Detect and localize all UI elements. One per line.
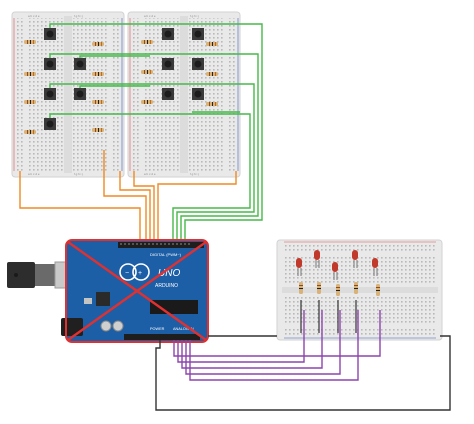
led-2-body [314,250,320,260]
svg-text:+: + [138,270,142,277]
resistor [206,72,218,76]
column-letters: a b c d e f g h i j a b c d e f g h i j [28,14,83,176]
led-1-body [296,258,302,268]
resistor [354,282,358,294]
pushbutton [44,88,56,100]
resistor [92,72,104,76]
error-cross [67,241,207,341]
resistor [92,42,104,46]
usb-chip [96,292,110,306]
svg-text:f g h i j: f g h i j [74,14,83,18]
resistor [141,100,153,104]
pushbutton [162,58,174,70]
ground-wires [155,335,451,411]
button-breadboard-right: a b c d e f g h i j a b c d e f g h i j [127,11,241,178]
orange-wires [19,150,237,240]
pushbutton [74,58,86,70]
pushbutton [192,88,204,100]
svg-text:f g h i j: f g h i j [190,14,199,18]
model-label: UNO [158,268,180,279]
resistor [299,282,303,294]
button-breadboard-left: a b c d e f g h i j a b c d e f g h i j [11,11,125,178]
led-breadboard [276,239,443,341]
pushbutton [162,28,174,40]
led-4-body [352,250,358,260]
green-wires [49,23,263,240]
pushbutton [192,28,204,40]
resistor [24,130,36,134]
resistor [141,70,153,74]
led-4 [352,250,358,268]
pushbutton [192,58,204,70]
resistor [24,72,36,76]
error-outline [65,239,209,343]
svg-text:a b c d e: a b c d e [28,172,40,176]
resistor [376,284,380,296]
power-jack [61,318,83,336]
led-2 [314,250,320,268]
purple-wires [173,310,381,381]
led-1 [296,258,302,276]
resistor [206,42,218,46]
usb-cable [7,261,70,289]
arduino-uno-board: DIGITAL (PWM~) − + UNO ARDUINO POWER ANA… [61,239,209,343]
led-3-body [332,262,338,272]
pushbutton [44,118,56,130]
resistor [92,128,104,132]
reset-button [84,298,92,304]
pushbutton [44,28,56,40]
pushbutton [162,88,174,100]
resistor [141,40,153,44]
resistor [317,282,321,294]
led-ground-jumpers [300,300,357,333]
column-letters: a b c d e f g h i j a b c d e f g h i j [144,14,199,176]
arduino-logo: − + [119,263,150,281]
header-pins [120,243,190,245]
atmega-chip [150,300,198,314]
svg-text:f g h i j: f g h i j [190,172,199,176]
svg-text:a b c d e: a b c d e [144,172,156,176]
capacitor [112,320,124,332]
resistor [336,284,340,296]
svg-text:a b c d e: a b c d e [144,14,156,18]
resistor [24,100,36,104]
brand-label: ARDUINO [155,283,178,289]
svg-text:a b c d e: a b c d e [28,14,40,18]
led-5 [372,258,378,276]
pushbutton [74,88,86,100]
resistor [24,40,36,44]
resistor [206,102,218,106]
digital-label: DIGITAL (PWM~) [150,252,182,257]
power-analog-header [124,334,200,340]
capacitor [100,320,112,332]
analog-label: ANALOG IN [173,327,194,331]
power-label: POWER [150,327,165,331]
svg-text:f g h i j: f g h i j [74,172,83,176]
resistor [92,100,104,104]
svg-text:−: − [125,270,129,277]
pushbutton [44,58,56,70]
led-3 [332,262,338,280]
